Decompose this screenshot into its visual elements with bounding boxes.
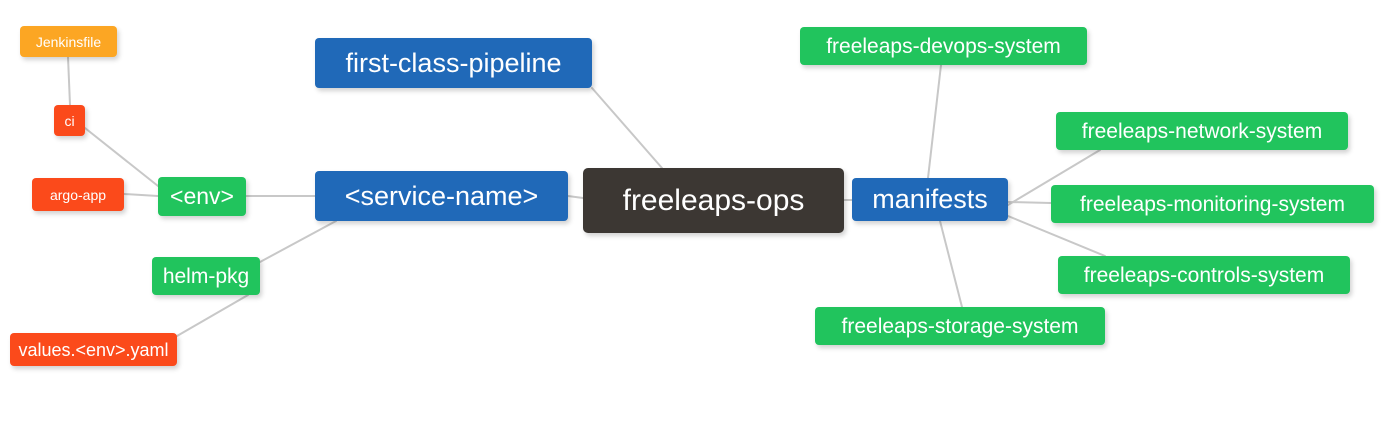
edge-manifests-to-freeleaps-devops-system <box>927 64 942 179</box>
node-label: freeleaps-controls-system <box>1083 263 1325 287</box>
node-label: freeleaps-storage-system <box>841 314 1079 338</box>
node-env[interactable]: <env> <box>158 177 246 216</box>
node-freeleaps-network-system[interactable]: freeleaps-network-system <box>1056 112 1348 150</box>
node-freeleaps-storage-system[interactable]: freeleaps-storage-system <box>815 307 1105 345</box>
node-freeleaps-devops-system[interactable]: freeleaps-devops-system <box>800 27 1087 65</box>
node-manifests[interactable]: manifests <box>852 178 1008 221</box>
node-label: manifests <box>872 184 988 214</box>
node-argo-app[interactable]: argo-app <box>32 178 124 211</box>
node-jenkinsfile[interactable]: Jenkinsfile <box>20 26 117 57</box>
node-helm-pkg[interactable]: helm-pkg <box>152 257 260 295</box>
node-service-name[interactable]: <service-name> <box>315 171 568 221</box>
edge-jenkinsfile-to-ci <box>67 56 71 106</box>
node-label: freeleaps-network-system <box>1081 119 1323 143</box>
node-label: <service-name> <box>344 180 539 211</box>
edge-manifests-to-freeleaps-monitoring-system <box>1007 201 1052 204</box>
edge-manifests-to-freeleaps-storage-system <box>939 220 963 308</box>
edge-first-class-pipeline-to-freeleaps-ops <box>591 87 663 169</box>
edge-values-env-yaml-to-helm-pkg <box>176 294 249 337</box>
node-label: values.<env>.yaml <box>18 339 169 360</box>
node-freeleaps-monitoring-system[interactable]: freeleaps-monitoring-system <box>1051 185 1374 223</box>
edge-service-name-to-freeleaps-ops <box>567 195 584 199</box>
node-label: <env> <box>170 183 234 209</box>
node-label: ci <box>64 112 75 129</box>
node-label: freeleaps-monitoring-system <box>1080 192 1345 216</box>
node-label: helm-pkg <box>162 264 250 288</box>
node-label: freeleaps-devops-system <box>826 34 1061 58</box>
node-freeleaps-controls-system[interactable]: freeleaps-controls-system <box>1058 256 1350 294</box>
node-freeleaps-ops[interactable]: freeleaps-ops <box>583 168 844 233</box>
edge-helm-pkg-to-service-name <box>259 220 337 263</box>
node-first-class-pipeline[interactable]: first-class-pipeline <box>315 38 592 88</box>
node-values-env-yaml[interactable]: values.<env>.yaml <box>10 333 177 366</box>
node-label: Jenkinsfile <box>35 33 102 50</box>
node-label: argo-app <box>49 186 107 203</box>
node-label: first-class-pipeline <box>345 47 562 78</box>
node-ci[interactable]: ci <box>54 105 85 136</box>
edge-argo-app-to-env <box>123 193 159 197</box>
node-label: freeleaps-ops <box>622 183 805 217</box>
